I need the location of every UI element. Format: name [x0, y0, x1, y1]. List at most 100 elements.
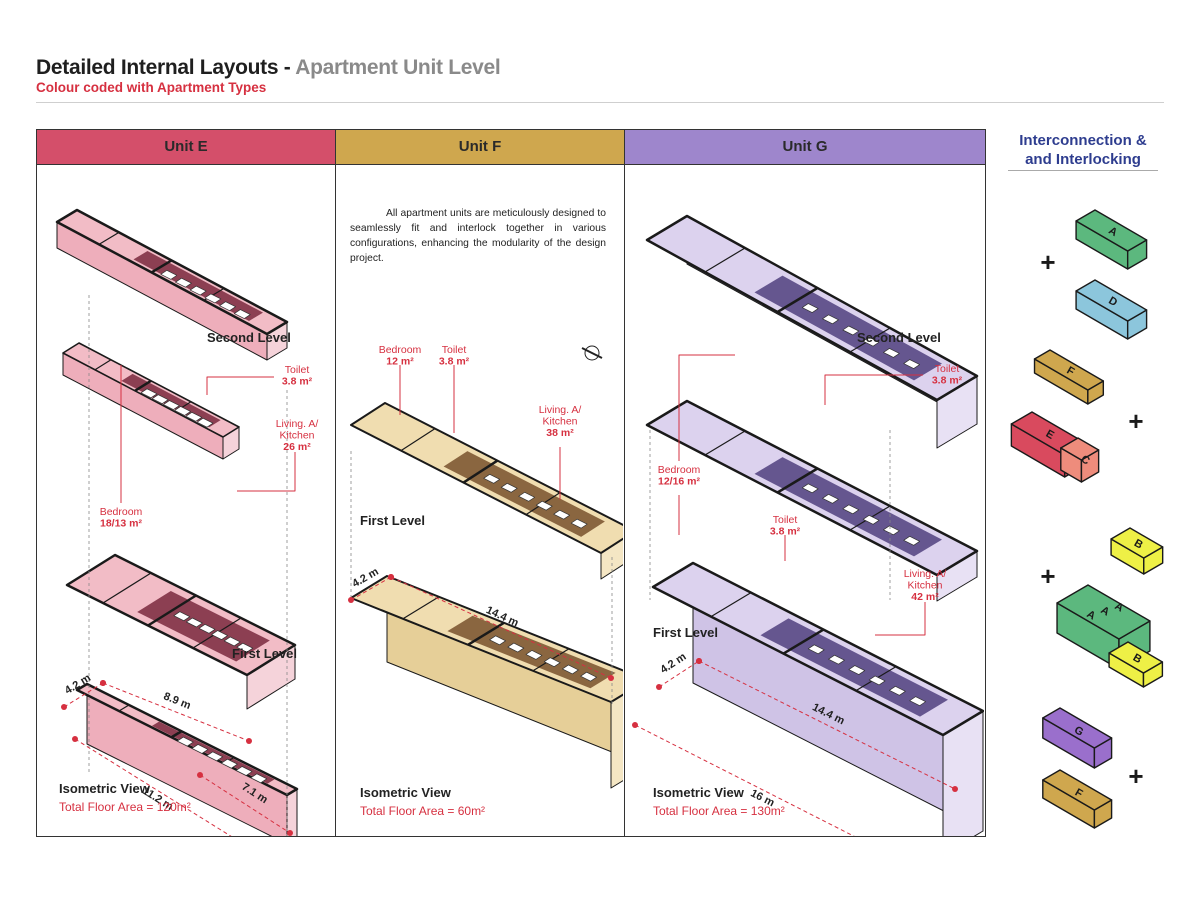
g-iso-view-furniture: [889, 685, 906, 696]
e-dim-total-line: [74, 738, 232, 836]
f-first-level-furniture: [570, 518, 588, 529]
e-second-level-lower-furniture: [140, 388, 158, 399]
f-dim-width-line: [350, 576, 392, 601]
g-iso-view-furniture: [848, 665, 866, 675]
unit-f-description: All apartment units are meticulously des…: [350, 208, 606, 264]
e-second-level-furniture: [233, 309, 251, 319]
e-second-level-furniture: [204, 293, 222, 304]
e-first-level-base-furniture: [176, 736, 194, 747]
header-divider: [36, 102, 1164, 103]
g-iso-view-furniture: [807, 644, 825, 655]
f-iso-view-side: [610, 694, 623, 789]
g-label-toilet: Toilet: [773, 514, 798, 526]
f-iso-view-partition: [467, 621, 505, 646]
f-first-level-furniture: [518, 491, 536, 502]
e-dim-depth-dot: [287, 830, 293, 836]
e-leader-toilet: [206, 376, 274, 395]
plus-icon-4: +: [1128, 761, 1143, 791]
e-label-living: Living. A/: [276, 418, 319, 430]
e-first-level-furniture: [211, 630, 228, 640]
e-first-level-base-furniture: [191, 744, 209, 754]
g-first-level-furniture: [883, 525, 900, 536]
f-dim-width-dot: [348, 597, 354, 603]
e-second-level-furniture: [160, 270, 178, 280]
e-first-level-base-partition: [118, 704, 130, 712]
unit-f-header: Unit F: [336, 130, 624, 165]
f-iso-view-furniture: [562, 664, 579, 675]
e-dim-length-line: [102, 682, 250, 742]
e-second-level-lower-partition: [134, 379, 152, 392]
block-d-top: [1075, 279, 1148, 322]
g-label-toilet-top: Toilet: [935, 363, 960, 375]
e-first-level-base-side: [286, 788, 298, 836]
e-first-level-furniture: [198, 623, 216, 634]
e-label-toilet: 3.8 m²: [282, 376, 313, 388]
g-dim-total-line: [634, 724, 855, 836]
e-second-level-furniture: [189, 285, 207, 296]
g-dim-length-line: [698, 660, 956, 790]
compass-needle: [581, 347, 603, 359]
f-label-bedroom: Bedroom: [379, 344, 422, 356]
e-label-bedroom: 18/13 m²: [100, 518, 143, 530]
g-label-living: 42 m²: [911, 591, 939, 603]
f-label-living: 38 m²: [546, 427, 574, 439]
f-iso-view-furniture: [543, 657, 561, 668]
g-dim-length-dot: [696, 658, 702, 664]
f-label-first-level: First Level: [360, 513, 425, 528]
g-label-toilet: 3.8 m²: [770, 526, 801, 538]
g-second-level-furniture: [822, 314, 839, 325]
g-first-level-furniture: [903, 535, 921, 546]
g-second-level-partition: [776, 286, 819, 314]
g-total-area: Total Floor Area = 130m²: [653, 804, 785, 818]
f-total-area: Total Floor Area = 60m²: [360, 804, 485, 818]
e-dim-length-dot: [100, 680, 106, 686]
f-first-level-partition: [400, 428, 436, 452]
e-second-level-partition: [98, 231, 120, 245]
block-c-top: [1060, 437, 1100, 461]
g-iso-view-partition: [710, 592, 752, 618]
f-first-level-furniture: [500, 482, 518, 493]
g-second-level-furniture: [842, 325, 860, 336]
f-label-living: Living. A/: [539, 404, 582, 416]
f-dim-length-dot: [388, 574, 394, 580]
e-label-second-level: Second Level: [207, 330, 291, 345]
e-dim-total-dot: [72, 736, 78, 742]
e-dim-length-label: 8.9 m: [162, 690, 193, 712]
e-label-living: 26 m²: [283, 441, 311, 453]
e-first-level-partition: [102, 572, 152, 604]
interlocking-title: Interconnection & and Interlocking: [1003, 131, 1163, 169]
e-dim-depth-line: [199, 774, 291, 834]
g-leader-toilet-top: [824, 374, 923, 405]
f-first-level-partition: [462, 459, 499, 484]
g-iso-view-furniture: [828, 654, 845, 665]
e-second-level-lower-furniture: [163, 400, 180, 410]
compass-icon: [584, 345, 600, 361]
block-aaa-top: [1056, 584, 1151, 640]
g-iso-view: Isometric View: [653, 785, 745, 800]
unit-e-header: Unit E: [37, 130, 335, 165]
e-second-level-lower-furniture: [185, 411, 203, 422]
e-leader-living: [237, 452, 296, 492]
block-g-top: [1042, 707, 1113, 749]
f-label-toilet: 3.8 m²: [439, 356, 470, 368]
block-b-top-top: [1110, 527, 1164, 559]
interlocking-title-line1: Interconnection &: [1019, 132, 1147, 149]
f-label-toilet: Toilet: [442, 344, 467, 356]
f-iso-view-partition: [402, 596, 440, 620]
e-first-level-base-furniture: [206, 751, 224, 762]
e-first-level-base-furniture: [221, 758, 238, 769]
interlocking-title-line2: and Interlocking: [1025, 151, 1141, 168]
f-iso-view-furniture: [489, 635, 506, 646]
g-first-level-partition: [776, 467, 819, 494]
f-iso-view-furniture: [580, 671, 597, 682]
g-second-level-partition: [704, 247, 746, 273]
e-total-area: Total Floor Area = 120m²: [59, 800, 191, 814]
g-dim-total-dot: [632, 722, 638, 728]
